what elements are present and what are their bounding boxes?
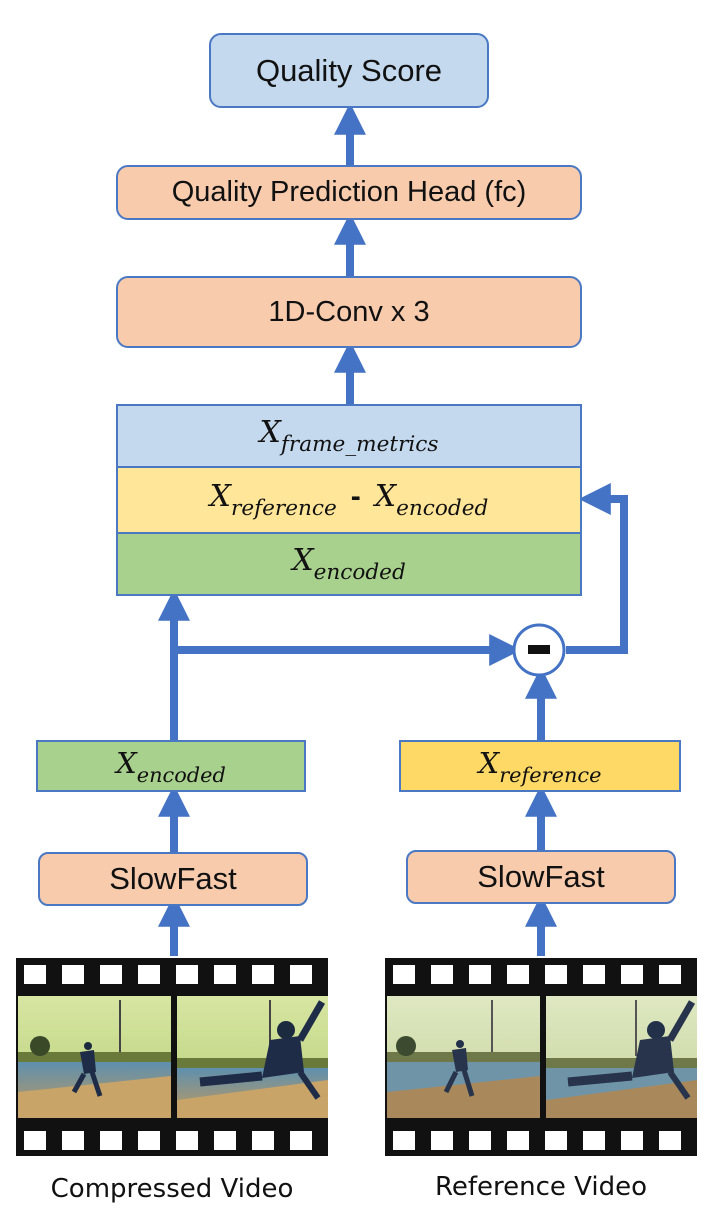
slowfast-left-label: SlowFast — [109, 861, 237, 896]
difference-minus: - — [350, 479, 361, 513]
stack-frame-metrics: Xframe_metrics — [116, 404, 582, 468]
difference-label: Xreference-Xencoded — [209, 478, 489, 522]
quality-score-label: Quality Score — [255, 52, 443, 88]
reference-video-film — [385, 958, 697, 1156]
reference-film-sprockets-bottom — [393, 1131, 681, 1150]
stack-encoded-label: Xencoded — [292, 542, 406, 586]
compressed-film-sprockets-bottom — [24, 1131, 312, 1150]
reference-video-caption: Reference Video — [434, 1172, 648, 1202]
reference-frame-1 — [387, 996, 540, 1118]
compressed-video-film — [16, 958, 328, 1156]
subtract-minus-glyph — [528, 645, 550, 654]
frame-metrics-label: Xframe_metrics — [259, 414, 439, 458]
arrow-subtract-to-diff — [566, 483, 628, 654]
compressed-film-sprockets-top — [24, 965, 312, 984]
slowfast-right-label: SlowFast — [477, 859, 605, 894]
encoded-feature-label: Xencoded — [116, 745, 226, 787]
quality-prediction-head-node: Quality Prediction Head (fc) — [116, 165, 582, 220]
reference-frame-2 — [546, 996, 697, 1118]
quality-prediction-head-label: Quality Prediction Head (fc) — [171, 176, 527, 208]
encoded-feature-node: Xencoded — [36, 740, 306, 792]
reference-film-sprockets-top — [393, 965, 681, 984]
reference-feature-label: Xreference — [478, 745, 602, 787]
reference-feature-node: Xreference — [399, 740, 681, 792]
stack-difference: Xreference-Xencoded — [116, 466, 582, 534]
slowfast-right-node: SlowFast — [406, 850, 676, 904]
compressed-frame-2 — [177, 996, 328, 1118]
compressed-video-caption: Compressed Video — [50, 1174, 294, 1204]
conv-node: 1D-Conv x 3 — [116, 276, 582, 348]
quality-score-node: Quality Score — [209, 33, 489, 108]
stack-encoded: Xencoded — [116, 532, 582, 596]
conv-label: 1D-Conv x 3 — [268, 295, 430, 328]
compressed-frame-1 — [18, 996, 171, 1118]
slowfast-left-node: SlowFast — [38, 852, 308, 906]
feature-stack: Xframe_metrics Xreference-Xencoded Xenco… — [116, 404, 582, 596]
